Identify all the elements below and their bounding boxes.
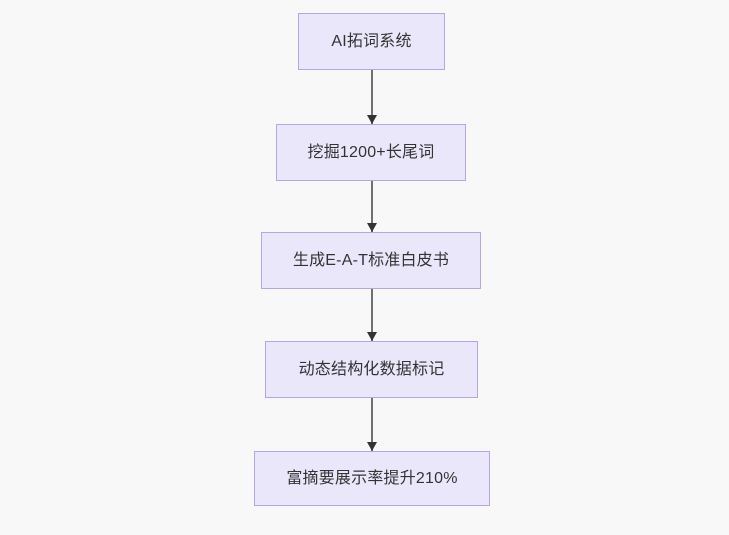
- arrow-head-icon: [367, 115, 377, 124]
- arrow-head-icon: [367, 223, 377, 232]
- flow-node-label: 动态结构化数据标记: [298, 360, 445, 378]
- flow-node-label: AI拓词系统: [331, 32, 412, 50]
- flow-node-5[interactable]: 富摘要展示率提升210%: [254, 451, 490, 506]
- flow-node-2[interactable]: 挖掘1200+长尾词: [276, 124, 466, 181]
- arrow-head-icon: [367, 442, 377, 451]
- flow-edge: [367, 289, 377, 341]
- flow-node-3[interactable]: 生成E-A-T标准白皮书: [261, 232, 481, 289]
- flow-node-1[interactable]: AI拓词系统: [298, 13, 445, 70]
- flow-edge: [367, 398, 377, 451]
- flow-node-label: 挖掘1200+长尾词: [307, 143, 435, 161]
- flow-node-label: 富摘要展示率提升210%: [286, 469, 458, 487]
- flow-node-4[interactable]: 动态结构化数据标记: [265, 341, 478, 398]
- edge-line: [371, 398, 373, 451]
- edge-line: [371, 70, 373, 124]
- arrow-head-icon: [367, 332, 377, 341]
- edge-line: [371, 181, 373, 232]
- edge-line: [371, 289, 373, 341]
- flow-edge: [367, 181, 377, 232]
- flow-edge: [367, 70, 377, 124]
- flow-node-label: 生成E-A-T标准白皮书: [292, 251, 450, 269]
